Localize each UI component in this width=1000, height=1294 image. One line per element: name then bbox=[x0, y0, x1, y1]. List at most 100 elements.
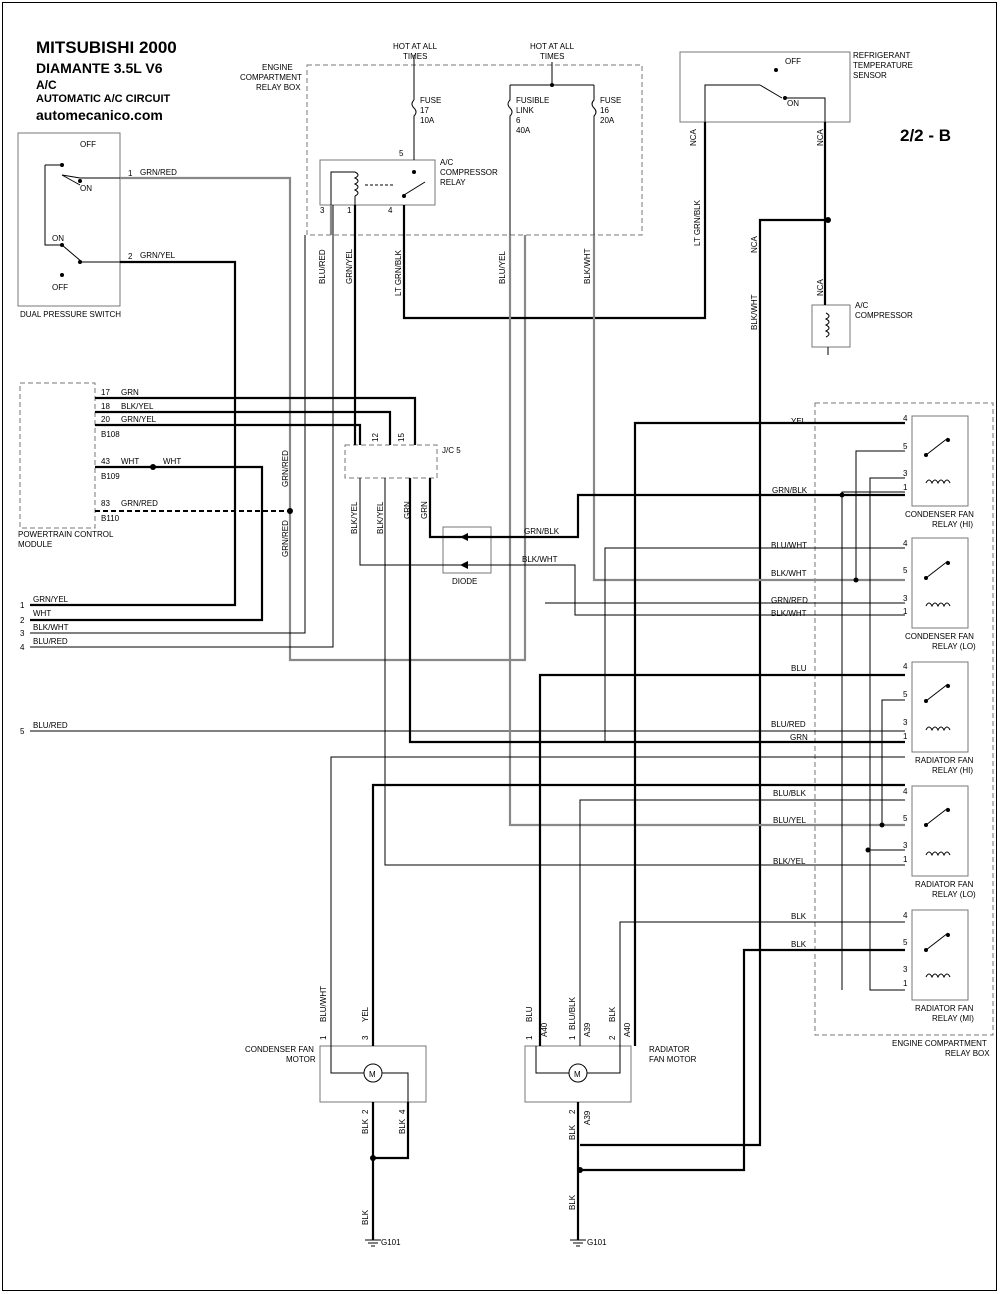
ground-symbol-left bbox=[365, 1239, 381, 1247]
svg-text:ENGINE COMPARTMENT: ENGINE COMPARTMENT bbox=[892, 1039, 987, 1048]
svg-text:FUSE: FUSE bbox=[600, 96, 621, 105]
svg-text:BLK/WHT: BLK/WHT bbox=[771, 609, 807, 618]
svg-text:M: M bbox=[574, 1070, 581, 1079]
svg-text:3: 3 bbox=[903, 965, 908, 974]
svg-text:GRN/BLK: GRN/BLK bbox=[772, 486, 808, 495]
svg-text:BLK: BLK bbox=[568, 1124, 577, 1140]
svg-text:RADIATOR: RADIATOR bbox=[649, 1045, 690, 1054]
svg-text:5: 5 bbox=[903, 566, 908, 575]
svg-text:15: 15 bbox=[397, 433, 406, 442]
svg-text:TIMES: TIMES bbox=[403, 52, 427, 61]
svg-text:5: 5 bbox=[903, 690, 908, 699]
svg-text:4: 4 bbox=[388, 206, 393, 215]
svg-text:BLK: BLK bbox=[398, 1118, 407, 1134]
svg-text:OFF: OFF bbox=[785, 57, 801, 66]
svg-text:BLU: BLU bbox=[791, 664, 807, 673]
svg-text:HOT AT ALL: HOT AT ALL bbox=[530, 42, 575, 51]
svg-text:J/C 5: J/C 5 bbox=[442, 446, 461, 455]
svg-text:GRN/RED: GRN/RED bbox=[140, 168, 177, 177]
relay-radiator-mi bbox=[911, 909, 969, 1001]
svg-text:YEL: YEL bbox=[791, 417, 807, 426]
svg-text:4: 4 bbox=[903, 414, 908, 423]
svg-text:NCA: NCA bbox=[816, 128, 825, 146]
svg-text:ON: ON bbox=[80, 184, 92, 193]
svg-text:YEL: YEL bbox=[361, 1006, 370, 1022]
svg-text:5: 5 bbox=[903, 938, 908, 947]
svg-text:BLK/WHT: BLK/WHT bbox=[33, 623, 69, 632]
svg-text:RADIATOR FAN: RADIATOR FAN bbox=[915, 1004, 974, 1013]
svg-text:1: 1 bbox=[319, 1035, 328, 1040]
svg-text:COMPRESSOR: COMPRESSOR bbox=[855, 311, 913, 320]
relay-radiator-hi bbox=[911, 661, 969, 753]
svg-text:POWERTRAIN CONTROL: POWERTRAIN CONTROL bbox=[18, 530, 114, 539]
relay-radiator-lo bbox=[911, 785, 969, 877]
title-model: DIAMANTE 3.5L V6 bbox=[36, 60, 163, 76]
svg-text:M: M bbox=[369, 1070, 376, 1079]
svg-text:3: 3 bbox=[903, 718, 908, 727]
svg-text:3: 3 bbox=[320, 206, 325, 215]
labels: HOT AT ALL TIMES HOT AT ALL TIMES ENGINE… bbox=[18, 42, 990, 1247]
svg-text:1: 1 bbox=[903, 855, 908, 864]
svg-text:RELAY (MI): RELAY (MI) bbox=[932, 1014, 974, 1023]
svg-text:CONDENSER FAN: CONDENSER FAN bbox=[905, 632, 974, 641]
svg-text:GRN/RED: GRN/RED bbox=[771, 596, 808, 605]
svg-text:18: 18 bbox=[101, 402, 110, 411]
svg-text:4: 4 bbox=[903, 662, 908, 671]
svg-text:B110: B110 bbox=[101, 514, 120, 523]
svg-text:5: 5 bbox=[903, 814, 908, 823]
svg-text:BLU/YEL: BLU/YEL bbox=[773, 816, 806, 825]
svg-text:LINK: LINK bbox=[516, 106, 534, 115]
svg-text:3: 3 bbox=[361, 1035, 370, 1040]
svg-text:GRN/RED: GRN/RED bbox=[281, 450, 290, 487]
engine-compartment-relay-box-right bbox=[814, 402, 994, 1036]
svg-text:BLK: BLK bbox=[568, 1194, 577, 1210]
relay-condenser-lo bbox=[911, 537, 969, 629]
svg-text:ENGINE: ENGINE bbox=[262, 63, 293, 72]
svg-text:GRN: GRN bbox=[121, 388, 139, 397]
svg-text:1: 1 bbox=[128, 169, 133, 178]
svg-text:COMPARTMENT: COMPARTMENT bbox=[240, 73, 302, 82]
svg-text:1: 1 bbox=[903, 607, 908, 616]
svg-text:RELAY (HI): RELAY (HI) bbox=[932, 520, 973, 529]
ac-compressor-box bbox=[811, 304, 851, 348]
svg-text:BLK: BLK bbox=[608, 1006, 617, 1022]
svg-text:BLK: BLK bbox=[361, 1118, 370, 1134]
svg-text:BLU/BLK: BLU/BLK bbox=[773, 789, 807, 798]
svg-text:BLK: BLK bbox=[791, 912, 807, 921]
svg-text:4: 4 bbox=[903, 787, 908, 796]
svg-text:WHT: WHT bbox=[163, 457, 181, 466]
svg-text:TEMPERATURE: TEMPERATURE bbox=[853, 61, 913, 70]
svg-text:BLU: BLU bbox=[525, 1006, 534, 1022]
svg-text:RADIATOR FAN: RADIATOR FAN bbox=[915, 756, 974, 765]
ac-compressor-relay-box bbox=[319, 159, 436, 206]
title-make: MITSUBISHI 2000 bbox=[36, 38, 177, 57]
refrigerant-sensor-box bbox=[679, 51, 851, 123]
pcm-box bbox=[19, 382, 96, 529]
ground-symbol-right bbox=[570, 1239, 586, 1247]
pin-numbers: 1 2 17 18 20 43 83 5 3 1 4 12 15 1 2 3 4… bbox=[20, 149, 908, 1114]
svg-text:GRN/RED: GRN/RED bbox=[121, 499, 158, 508]
svg-text:3: 3 bbox=[903, 469, 908, 478]
svg-text:RELAY: RELAY bbox=[440, 178, 466, 187]
svg-text:G101: G101 bbox=[587, 1238, 607, 1247]
svg-text:RELAY BOX: RELAY BOX bbox=[945, 1049, 990, 1058]
svg-text:4: 4 bbox=[20, 643, 25, 652]
svg-text:FUSE: FUSE bbox=[420, 96, 441, 105]
svg-text:16: 16 bbox=[600, 106, 609, 115]
svg-text:A39: A39 bbox=[583, 1110, 592, 1125]
svg-text:20: 20 bbox=[101, 415, 110, 424]
svg-text:43: 43 bbox=[101, 457, 110, 466]
svg-text:BLK: BLK bbox=[361, 1209, 370, 1225]
svg-text:6: 6 bbox=[516, 116, 521, 125]
svg-text:BLU/RED: BLU/RED bbox=[33, 637, 68, 646]
svg-text:1: 1 bbox=[347, 206, 352, 215]
svg-text:2: 2 bbox=[20, 616, 25, 625]
svg-text:GRN: GRN bbox=[403, 501, 412, 519]
svg-text:BLU/BLK: BLU/BLK bbox=[568, 996, 577, 1030]
svg-text:LT GRN/BLK: LT GRN/BLK bbox=[693, 199, 702, 246]
svg-text:MODULE: MODULE bbox=[18, 540, 52, 549]
relay-condenser-hi bbox=[911, 415, 969, 507]
svg-text:2: 2 bbox=[128, 252, 133, 261]
svg-text:5: 5 bbox=[903, 442, 908, 451]
